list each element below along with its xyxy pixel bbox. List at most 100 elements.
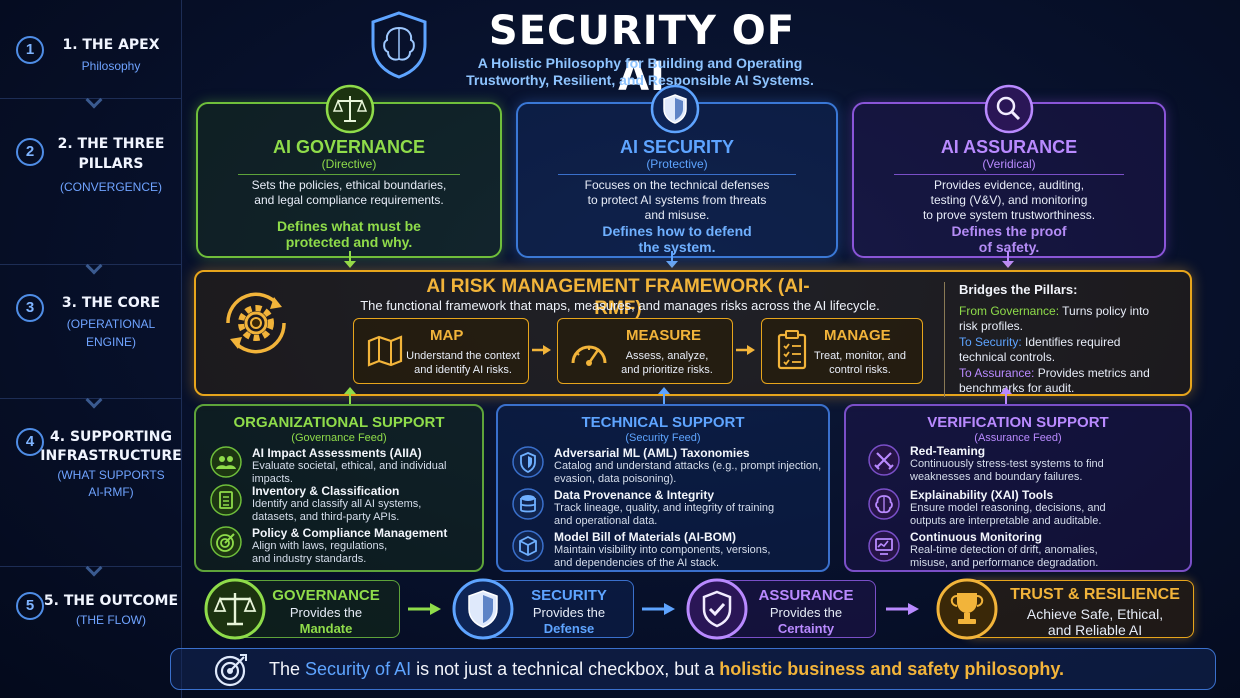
swords-icon [868, 444, 900, 476]
function-title: MEASURE [626, 327, 702, 344]
brain-shield-icon [371, 11, 427, 79]
pillar-body: Sets the policies, ethical boundaries, a… [218, 178, 480, 208]
pillar-type: (Protective) [646, 157, 708, 171]
function-body-line: and identify AI risks. [414, 364, 512, 376]
pillar-key: Defines the proof of safety. [874, 223, 1144, 255]
function-body-line: and prioritize risks. [621, 364, 713, 376]
arrow-up-icon [344, 387, 356, 404]
footer-text-part: is not just a technical checkbox, but a [411, 659, 720, 679]
step-number: 3 [16, 294, 44, 322]
support-item-body-line: outputs are interpretable and auditable. [910, 515, 1102, 527]
verification-support: VERIFICATION SUPPORT (Assurance Feed) Re… [844, 404, 1192, 572]
arrow-down-icon [1002, 251, 1014, 268]
footer-highlight: Security of AI [305, 659, 412, 679]
support-title: TECHNICAL SUPPORT [581, 414, 745, 431]
step-title: 5. THE OUTCOME [43, 593, 179, 609]
support-item-body: Ensure model reasoning, decisions, and o… [910, 502, 1106, 528]
arrow-right-icon [532, 345, 551, 355]
target-arrow-icon [214, 654, 247, 687]
step-title: 1. THE APEX [62, 37, 160, 53]
function-body: Understand the context and identify AI r… [398, 349, 528, 377]
arrow-down-icon [344, 251, 356, 268]
gauge-icon [571, 345, 607, 366]
support-item-body: Track lineage, quality, and integrity of… [554, 502, 774, 528]
step-subtitle-line2: AI-RMF) [88, 485, 134, 499]
step-subtitle: Philosophy [81, 59, 141, 73]
support-item-title: Adversarial ML (AML) Taxonomies [554, 446, 750, 460]
support-item-title: AI Impact Assessments (AIIA) [252, 446, 422, 460]
support-item-body-line: misuse, and performance degradation. [910, 557, 1099, 569]
support-item-body-line: weaknesses and boundary failures. [910, 471, 1083, 483]
check-shield-icon [686, 578, 748, 640]
pillar-title: AI GOVERNANCE [272, 137, 425, 157]
step-apex: 1 1. THE APEX Philosophy [0, 34, 182, 94]
divider [238, 174, 460, 175]
step-subtitle: (THE FLOW) [76, 613, 146, 627]
outcome-body: Provides the [769, 605, 843, 620]
function-body-line: control risks. [829, 364, 891, 376]
support-item-title: Explainability (XAI) Tools [910, 488, 1054, 502]
support-item-body-line: Real-time detection of drift, anomalies, [910, 544, 1098, 556]
scales-icon [325, 84, 375, 134]
divider [894, 174, 1124, 175]
function-manage: MANAGE Treat, monitor, and control risks… [761, 318, 923, 384]
pillar-key-line: Defines what must be [277, 218, 421, 234]
function-body: Treat, monitor, and control risks. [800, 349, 920, 377]
footer-highlight: holistic business and safety philosophy. [719, 659, 1064, 679]
arrow-up-icon [1000, 387, 1012, 404]
function-measure: MEASURE Assess, analyze, and prioritize … [557, 318, 733, 384]
pillar-body-line: testing (V&V), and monitoring [930, 193, 1088, 207]
pillar-key-line: protected and why. [285, 234, 413, 250]
chevron-down-icon [85, 91, 103, 109]
page-title: SECURITY OF AI [488, 8, 796, 100]
outcome-title: SECURITY [531, 587, 607, 604]
support-item-body-line: Ensure model reasoning, decisions, and [910, 502, 1106, 514]
support-item-body-line: datasets, and third-party APIs. [252, 511, 400, 523]
function-body-line: Understand the context [406, 350, 520, 362]
arrow-right-icon [642, 603, 675, 615]
support-item-title: Policy & Compliance Management [252, 526, 448, 540]
steps-sidebar: 1 1. THE APEX Philosophy 2 2. THE THREE … [0, 0, 182, 698]
support-item-body: Align with laws, regulations, and indust… [252, 540, 387, 566]
pillar-body-line: Focuses on the technical defenses [584, 178, 770, 192]
arrow-up-icon [658, 387, 670, 404]
step-number: 1 [16, 36, 44, 64]
arrow-down-icon [666, 251, 678, 268]
outcome-body-line1: Achieve Safe, Ethical, [1026, 606, 1164, 622]
outcome-body: Provides the [289, 605, 363, 620]
arrow-right-icon [736, 345, 755, 355]
footer-text-part: The [269, 659, 306, 679]
pillar-title: AI SECURITY [619, 137, 734, 157]
pillar-body-line: and misuse. [644, 208, 710, 222]
pillar-body-line: and legal compliance requirements. [254, 193, 444, 207]
support-item-body: Real-time detection of drift, anomalies,… [910, 544, 1098, 570]
page-subtitle: A Holistic Philosophy for Building and O… [440, 55, 840, 89]
map-icon [367, 335, 403, 367]
support-item-body-line: Maintain visibility into components, ver… [554, 544, 771, 556]
divider [0, 264, 182, 265]
bridge-text: Turns policy into [1059, 304, 1150, 318]
bridges-panel: Bridges the Pillars: From Governance: Tu… [944, 282, 1184, 397]
step-title: 3. THE CORE [61, 295, 161, 311]
pillar-security: AI SECURITY (Protective) Focuses on the … [516, 102, 838, 258]
support-item-body-line: Track lineage, quality, and integrity of… [554, 502, 775, 514]
people-icon [210, 446, 242, 478]
bridge-text: technical controls. [959, 350, 1056, 364]
pillar-type: (Veridical) [982, 157, 1036, 171]
support-item-title: Data Provenance & Integrity [554, 488, 715, 502]
brain-icon [868, 488, 900, 520]
outcome-key: Mandate [299, 621, 353, 636]
footer-text: The Security of AI is not just a technic… [269, 659, 1064, 680]
scales-icon [204, 578, 266, 640]
function-map: MAP Understand the context and identify … [353, 318, 529, 384]
support-item-title: Model Bill of Materials (AI-BOM) [554, 530, 737, 544]
step-subtitle-line1: (OPERATIONAL [66, 317, 156, 331]
step-infrastructure: 4 4. SUPPORTING INFRASTRUCTURE (WHAT SUP… [0, 426, 182, 506]
step-subtitle: (CONVERGENCE) [59, 180, 162, 194]
step-number: 2 [16, 138, 44, 166]
step-subtitle-line1: (WHAT SUPPORTS [57, 468, 165, 482]
pillar-assurance: AI ASSURANCE (Veridical) Provides eviden… [852, 102, 1166, 258]
bridge-text: Provides metrics and [1034, 366, 1150, 380]
bridge-text: risk profiles. [959, 319, 1024, 333]
support-item-body: Continuously stress-test systems to find… [910, 458, 1104, 484]
